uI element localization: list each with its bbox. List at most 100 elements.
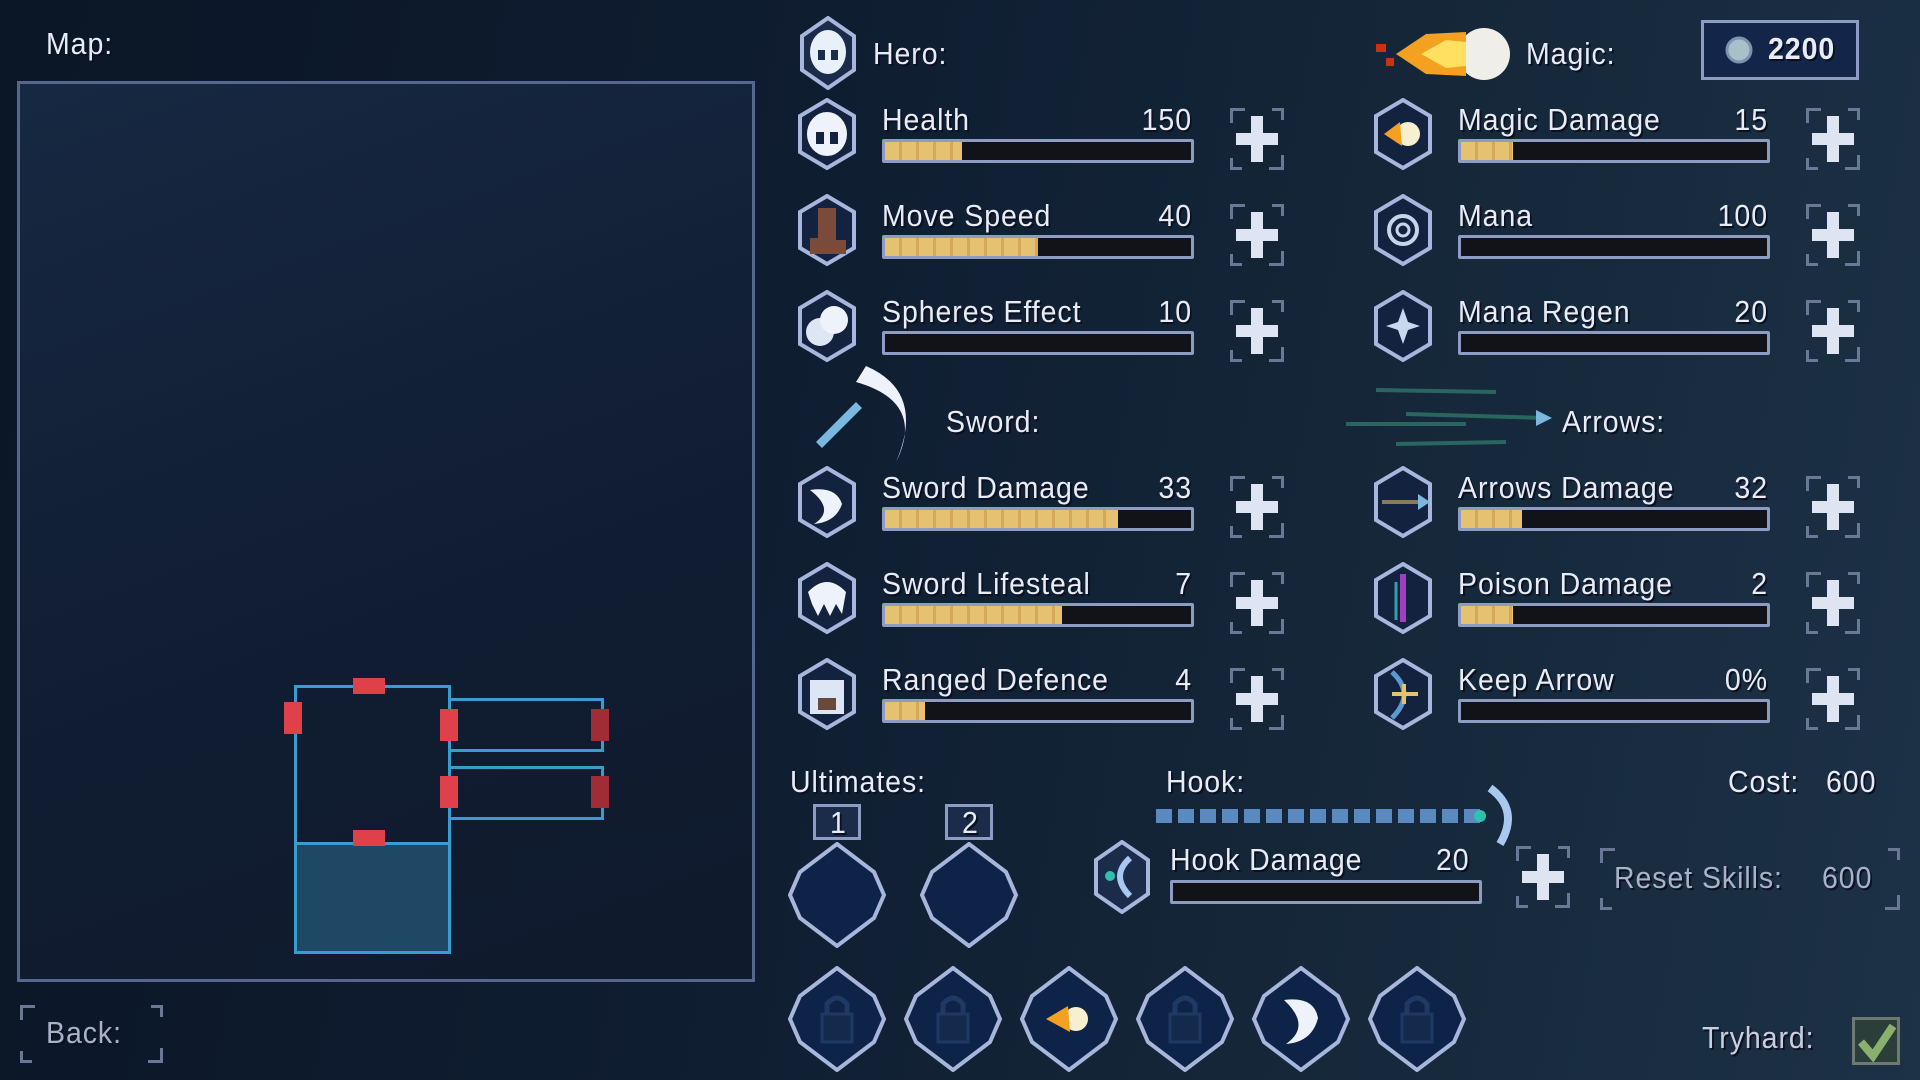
lock-icon: [820, 995, 854, 1044]
stat-label: Keep Arrow: [1458, 662, 1615, 697]
map-door: [284, 702, 302, 734]
stat-bar: [882, 603, 1194, 627]
stat-value: 150: [1141, 102, 1192, 137]
map-panel: [17, 81, 755, 982]
stat-bar-fill: [885, 142, 962, 160]
stat-value: 40: [1158, 198, 1192, 233]
back-button[interactable]: Back:: [20, 1005, 163, 1063]
stat-bar-fill: [885, 510, 1118, 528]
map-door: [591, 709, 609, 741]
poison-damage-plus-button[interactable]: [1806, 572, 1860, 634]
stat-bar-fill: [885, 238, 1038, 256]
stat-value: 100: [1717, 198, 1768, 233]
ultimate-empty-slot-icon: [787, 842, 887, 948]
skill-slot-locked[interactable]: [900, 966, 1006, 1072]
reset-skills-value: 600: [1822, 860, 1873, 895]
ultimate-key-label: 1: [830, 805, 847, 840]
map-corridor: [448, 766, 604, 820]
poison-arrow-icon: [1374, 562, 1432, 634]
skull-icon: [798, 98, 856, 170]
stat-value: 2: [1751, 566, 1768, 601]
stat-bar: [1458, 699, 1770, 723]
stat-bar: [882, 235, 1194, 259]
hook-damage-bar: [1170, 880, 1482, 904]
hook-title: Hook:: [1166, 764, 1246, 799]
stat-bar-fill: [1461, 606, 1514, 624]
stat-value: 7: [1175, 566, 1192, 601]
spheres-icon: [798, 290, 856, 362]
ultimate-empty-slot-icon: [919, 842, 1019, 948]
stat-value: 33: [1158, 470, 1192, 505]
lock-icon: [936, 995, 970, 1044]
arrows-title: Arrows:: [1562, 404, 1666, 439]
spiral-icon: [1374, 194, 1432, 266]
move-speed-plus-button[interactable]: [1230, 204, 1284, 266]
map-corridor: [448, 698, 604, 752]
coin-icon: [1725, 36, 1753, 64]
fireball-icon: [1374, 98, 1432, 170]
tryhard-label: Tryhard:: [1702, 1020, 1815, 1055]
stat-bar: [882, 507, 1194, 531]
skill-slot-locked[interactable]: [784, 966, 890, 1072]
stat-bar: [1458, 235, 1770, 259]
skill-slot-fireball[interactable]: [1016, 966, 1122, 1072]
ultimate-key-badge: 1: [813, 804, 861, 840]
sword-lifesteal-plus-button[interactable]: [1230, 572, 1284, 634]
bow-icon: [1374, 658, 1432, 730]
sword-damage-plus-button[interactable]: [1230, 476, 1284, 538]
fireball-icon: [1376, 28, 1510, 80]
stat-label: Ranged Defence: [882, 662, 1109, 697]
stat-label: Sword Damage: [882, 470, 1090, 505]
map-door: [353, 830, 385, 846]
fangs-icon: [798, 562, 856, 634]
magic-damage-plus-button[interactable]: [1806, 108, 1860, 170]
lock-icon: [1400, 995, 1434, 1044]
stat-bar: [1458, 331, 1770, 355]
stat-label: Sword Lifesteal: [882, 566, 1091, 601]
ultimate-key-badge: 2: [945, 804, 993, 840]
stat-value: 32: [1734, 470, 1768, 505]
ultimate-key-label: 2: [962, 805, 979, 840]
stat-bar-fill: [885, 702, 925, 720]
reset-skills-button[interactable]: Reset Skills: 600: [1600, 848, 1900, 910]
checkmark-icon: [1857, 1023, 1897, 1063]
currency-amount: 2200: [1768, 31, 1836, 66]
armor-icon: [798, 658, 856, 730]
stat-label: Spheres Effect: [882, 294, 1082, 329]
arrows-icon: [1346, 388, 1552, 446]
map-title: Map:: [46, 26, 114, 61]
hook-icon: [1094, 840, 1150, 914]
mana-regen-plus-button[interactable]: [1806, 300, 1860, 362]
stat-label: Arrows Damage: [1458, 470, 1675, 505]
keep-arrow-plus-button[interactable]: [1806, 668, 1860, 730]
ranged-defence-plus-button[interactable]: [1230, 668, 1284, 730]
lock-icon: [1168, 995, 1202, 1044]
health-plus-button[interactable]: [1230, 108, 1284, 170]
mana-plus-button[interactable]: [1806, 204, 1860, 266]
stat-value: 0%: [1724, 662, 1768, 697]
skill-slot-locked[interactable]: [1132, 966, 1238, 1072]
reset-skills-label: Reset Skills:: [1614, 860, 1783, 895]
skill-slot-sword-slash[interactable]: [1248, 966, 1354, 1072]
spheres-effect-plus-button[interactable]: [1230, 300, 1284, 362]
stat-value: 20: [1734, 294, 1768, 329]
hook-damage-plus-button[interactable]: [1516, 846, 1570, 908]
skill-slot-locked[interactable]: [1364, 966, 1470, 1072]
stat-label: Move Speed: [882, 198, 1052, 233]
stat-bar: [882, 139, 1194, 163]
arrows-damage-plus-button[interactable]: [1806, 476, 1860, 538]
stat-label: Mana Regen: [1458, 294, 1631, 329]
map-door: [591, 776, 609, 808]
back-label: Back:: [46, 1015, 122, 1050]
stat-bar: [1458, 507, 1770, 531]
stat-value: 15: [1734, 102, 1768, 137]
stat-label: Health: [882, 102, 970, 137]
map-room: [294, 685, 451, 845]
stat-label: Mana: [1458, 198, 1534, 233]
tryhard-checkbox[interactable]: [1852, 1017, 1900, 1065]
sword-icon: [816, 366, 906, 462]
map-door: [440, 776, 458, 808]
magic-title: Magic:: [1526, 36, 1616, 71]
map-room-current: [294, 842, 451, 954]
currency-display: 2200: [1701, 20, 1859, 80]
